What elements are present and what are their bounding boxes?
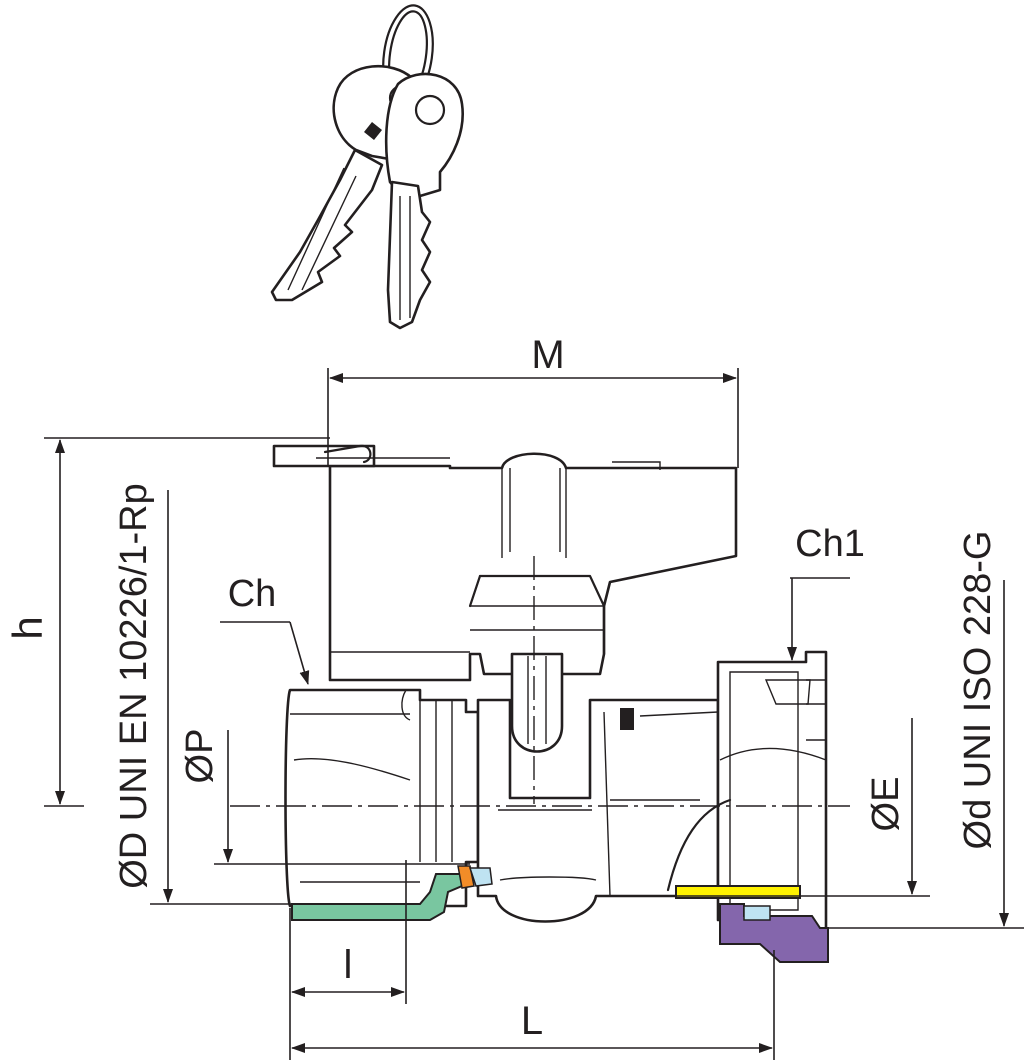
label-h: h — [4, 616, 51, 639]
seal-yellow — [675, 885, 801, 899]
label-bore: ØP — [179, 729, 221, 784]
label-outlet: ØE — [865, 777, 907, 832]
label-thread-female: ØD UNI EN 10226/1-Rp — [113, 483, 155, 889]
label-thread-male: Ød UNI ISO 228-G — [957, 531, 999, 850]
seal-blue-left — [468, 867, 493, 887]
valve-drawing — [272, 444, 829, 963]
label-ch: Ch — [228, 573, 277, 615]
label-ch1: Ch1 — [795, 523, 865, 565]
dimension-lines — [44, 368, 1024, 1060]
seal-orange — [457, 865, 475, 889]
seal-blue-right — [743, 905, 771, 921]
key-ring-icon — [270, 4, 464, 330]
label-l-total: L — [521, 999, 543, 1043]
label-m: M — [531, 333, 564, 377]
label-l-small: l — [344, 943, 353, 987]
